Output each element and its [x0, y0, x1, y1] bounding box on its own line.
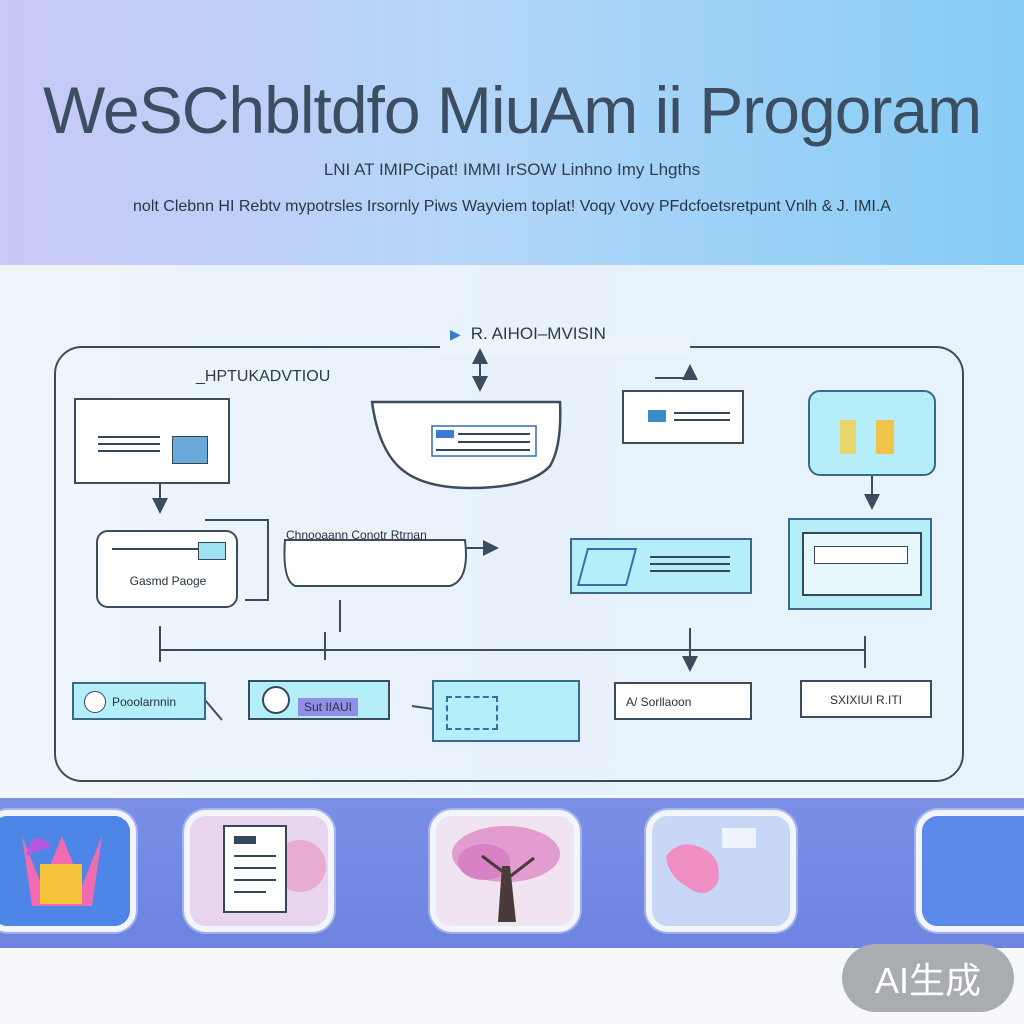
page-tagline: nolt Clebnn HI Rebtv mypotrsles Irsornly…: [133, 198, 891, 215]
card-icon: [648, 410, 666, 422]
thumbnail-card-2[interactable]: [184, 810, 334, 932]
chip-icon: [446, 696, 498, 730]
tree-icon: [436, 816, 574, 926]
row-node-1: Pooolarnnin: [72, 682, 206, 720]
screen-node: [788, 518, 932, 610]
connector-pill: [283, 539, 467, 587]
connector-label: Chnooaann Conotr Rtrnan: [286, 528, 427, 542]
map-icon: [652, 816, 790, 926]
page-title: WeSChbltdfo MiuAm ii Progoram: [42, 73, 982, 147]
card-node: [622, 390, 744, 444]
frame-title: ▶R. AIHOI–MVISIN: [450, 324, 606, 343]
bullet-icon: ▶: [450, 326, 461, 342]
blank-card-icon: [922, 816, 1024, 926]
form-node: Gasmd Paoge: [96, 530, 238, 608]
header-banner: [0, 0, 1024, 265]
arrow-right-node: [655, 364, 698, 380]
thumbnail-card-1[interactable]: [0, 810, 136, 932]
image-icon: [0, 816, 130, 926]
row-node-3: [432, 680, 580, 742]
circle-icon: [84, 691, 106, 713]
thumbnail-card-4[interactable]: [646, 810, 796, 932]
thumbnail-card-5[interactable]: [916, 810, 1024, 932]
box-icon: [576, 548, 638, 586]
list-node: [570, 538, 752, 594]
image-icon: [172, 436, 208, 464]
bracket-line: [205, 519, 269, 601]
profile-icon: [262, 686, 290, 714]
section-label: _HPTUKADVTIOU: [196, 368, 331, 385]
row-node-4: A/ Sorllaoon: [614, 682, 752, 720]
image-node: [74, 398, 230, 484]
ai-generated-badge: AI生成: [842, 944, 1014, 1012]
document-icon: [190, 816, 328, 926]
row-node-5: SXIXIUI R.ITI: [800, 680, 932, 718]
thumbnail-card-3[interactable]: [430, 810, 580, 932]
row-node-2: Sut IIAUI: [248, 680, 390, 720]
page-subtitle: LNI AT IMIPCipat! IMMI IrSOW Linhno Imy …: [323, 160, 701, 179]
folder-node: [808, 390, 936, 476]
form-label: Gasmd Paoge: [129, 574, 207, 588]
